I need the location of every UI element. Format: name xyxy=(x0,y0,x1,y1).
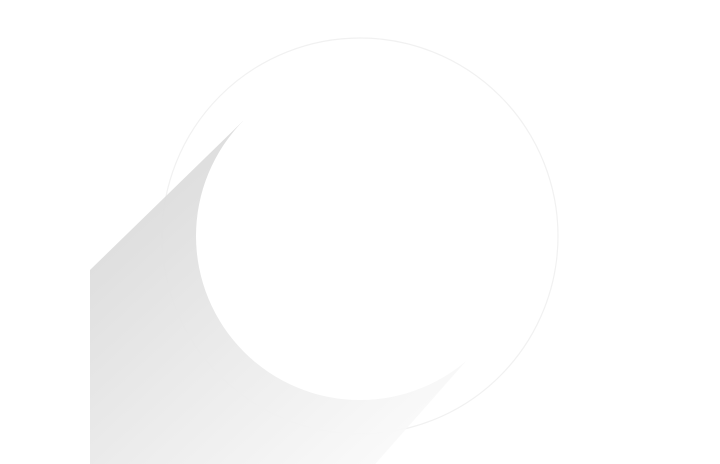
inner-circle xyxy=(196,72,524,400)
